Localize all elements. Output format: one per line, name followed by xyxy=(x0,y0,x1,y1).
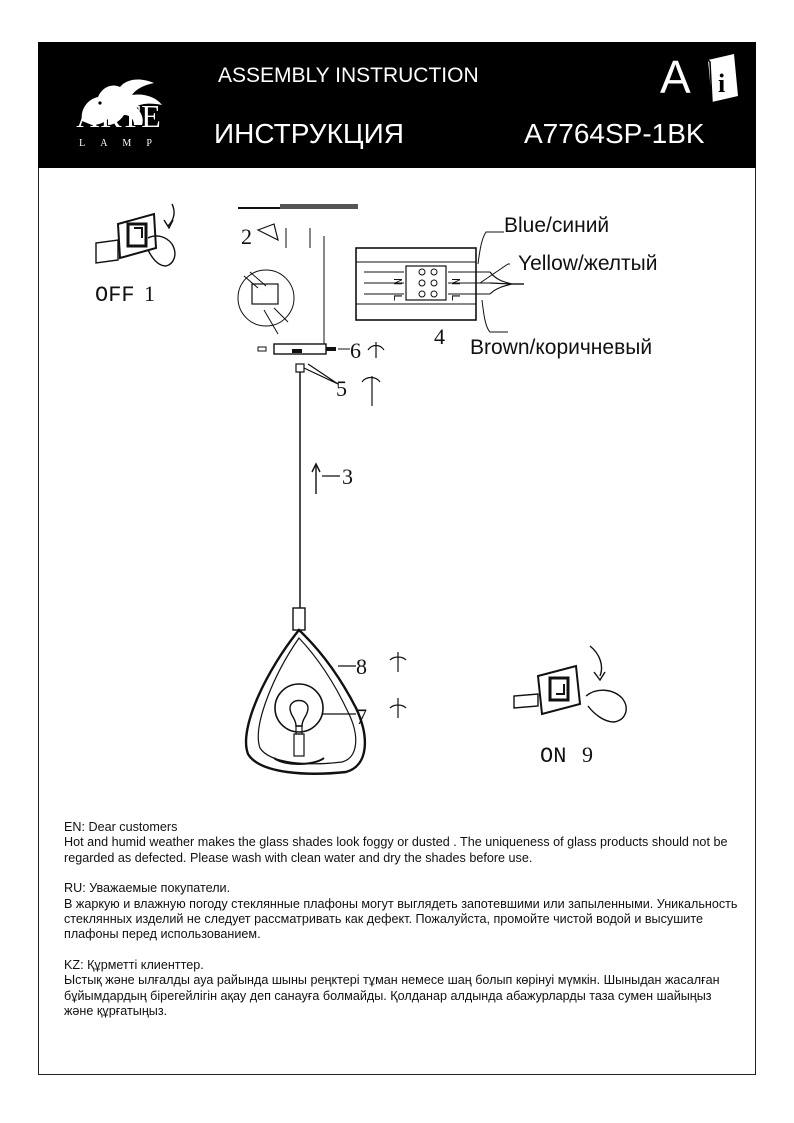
step-8-label: 8 xyxy=(356,654,367,679)
note-en-heading: EN: Dear customers xyxy=(64,820,178,834)
note-ru-body: В жаркую и влажную погоду стеклянные пла… xyxy=(64,896,738,942)
language-letter: A xyxy=(660,51,691,103)
lion-logo-icon xyxy=(81,79,162,125)
terminal-n-left: N xyxy=(390,278,404,285)
header-bar: ARTE LAMP ASSEMBLY INSTRUCTION ИНСТРУКЦИ… xyxy=(38,42,756,168)
assembly-diagram: OFF 1 2 6 5 3 8 7 xyxy=(95,203,658,775)
info-book-icon: i xyxy=(707,54,738,103)
step-4-label: 5 xyxy=(336,376,347,401)
terminal-n-right: N xyxy=(448,278,462,285)
off-step-number: 1 xyxy=(144,281,155,306)
terminal-l-right: L xyxy=(448,294,462,301)
note-kz-body: Ыстық және ылғалды ауа райында шыны реңк… xyxy=(64,973,720,1019)
title-en: ASSEMBLY INSTRUCTION xyxy=(218,64,479,87)
note-en-body: Hot and humid weather makes the glass sh… xyxy=(64,835,728,865)
wire-brown-label: Brown/коричневый xyxy=(470,336,652,359)
brand-name: ARTE xyxy=(76,98,162,134)
brand-sub: LAMP xyxy=(79,138,167,149)
off-label: OFF xyxy=(95,283,135,308)
note-kz-heading: KZ: Құрметті клиенттер. xyxy=(64,957,204,972)
on-label: ON xyxy=(540,744,566,769)
on-step-number: 9 xyxy=(582,742,593,767)
step-2-label: 2 xyxy=(241,224,252,249)
step-3-label: 3 xyxy=(342,464,353,489)
wire-yellow-label: Yellow/желтый xyxy=(518,252,658,275)
off-switch-illustration xyxy=(95,203,176,267)
title-ru: ИНСТРУКЦИЯ xyxy=(214,118,404,149)
terminal-block-illustration xyxy=(355,231,524,333)
terminal-l-left: L xyxy=(390,294,404,301)
step-5-label: 4 xyxy=(434,324,445,349)
on-switch-illustration xyxy=(513,645,627,723)
info-glyph: i xyxy=(718,69,725,98)
note-ru-heading: RU: Уважаемые покупатели. xyxy=(64,881,231,896)
model-number: A7764SP-1BK xyxy=(524,118,705,149)
step-7-label: 7 xyxy=(356,704,367,729)
wire-blue-label: Blue/синий xyxy=(504,214,609,237)
step-6-label: 6 xyxy=(350,338,361,363)
care-notes: EN: Dear customers Hot and humid weather… xyxy=(64,820,744,1019)
